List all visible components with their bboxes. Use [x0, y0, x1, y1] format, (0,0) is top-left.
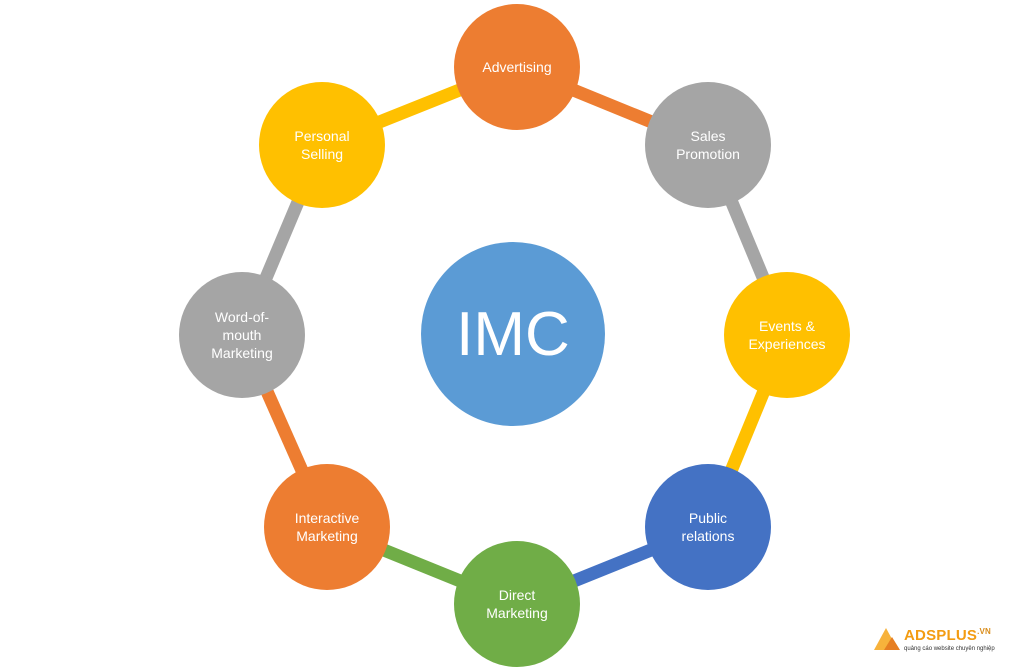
node-personal-selling-circle: [259, 82, 385, 208]
node-interactive-marketing-circle: [264, 464, 390, 590]
node-events-experiences-label-line: Experiences: [748, 336, 825, 352]
node-advertising: Advertising: [454, 4, 580, 130]
imc-label: IMC: [456, 300, 570, 369]
node-direct-marketing-circle: [454, 541, 580, 667]
node-events-experiences-circle: [724, 272, 850, 398]
node-word-of-mouth-marketing-circle: [179, 272, 305, 398]
node-personal-selling-label-line: Selling: [301, 146, 343, 162]
node-word-of-mouth-marketing-label-line: Marketing: [211, 345, 272, 361]
node-events-experiences-label-line: Events &: [759, 318, 816, 334]
logo-brand-tld: .VN: [977, 627, 992, 636]
node-advertising-circle: [454, 4, 580, 130]
center-node: IMC: [421, 242, 605, 426]
logo-brand-text: ADSPLUS.VN: [904, 627, 991, 644]
node-public-relations-label-line: relations: [682, 528, 735, 544]
imc-circle: [421, 242, 605, 426]
node-interactive-marketing-label-line: Interactive: [295, 510, 360, 526]
node-public-relations-circle: [645, 464, 771, 590]
node-direct-marketing-label-line: Direct: [499, 587, 536, 603]
node-public-relations: Public relations: [645, 464, 771, 590]
node-advertising-label-line: Advertising: [482, 59, 551, 75]
node-sales-promotion-circle: [645, 82, 771, 208]
logo-mountain-icon: [874, 628, 900, 650]
node-word-of-mouth-marketing-label-line: mouth: [223, 327, 262, 343]
node-public-relations-label-line: Public: [689, 510, 727, 526]
node-sales-promotion-label-line: Sales: [690, 128, 725, 144]
node-personal-selling-label-line: Personal: [294, 128, 349, 144]
adsplus-logo: ADSPLUS.VN quảng cáo website chuyên nghi…: [872, 623, 1002, 657]
node-direct-marketing-label-line: Marketing: [486, 605, 547, 621]
logo-tagline: quảng cáo website chuyên nghiệp: [904, 646, 995, 652]
node-interactive-marketing-label-line: Marketing: [296, 528, 357, 544]
node-sales-promotion-label-line: Promotion: [676, 146, 740, 162]
node-events-experiences: Events & Experiences: [724, 272, 850, 398]
node-word-of-mouth-marketing-label-line: Word-of-: [215, 309, 270, 325]
logo-brand-name: ADSPLUS: [904, 627, 978, 644]
